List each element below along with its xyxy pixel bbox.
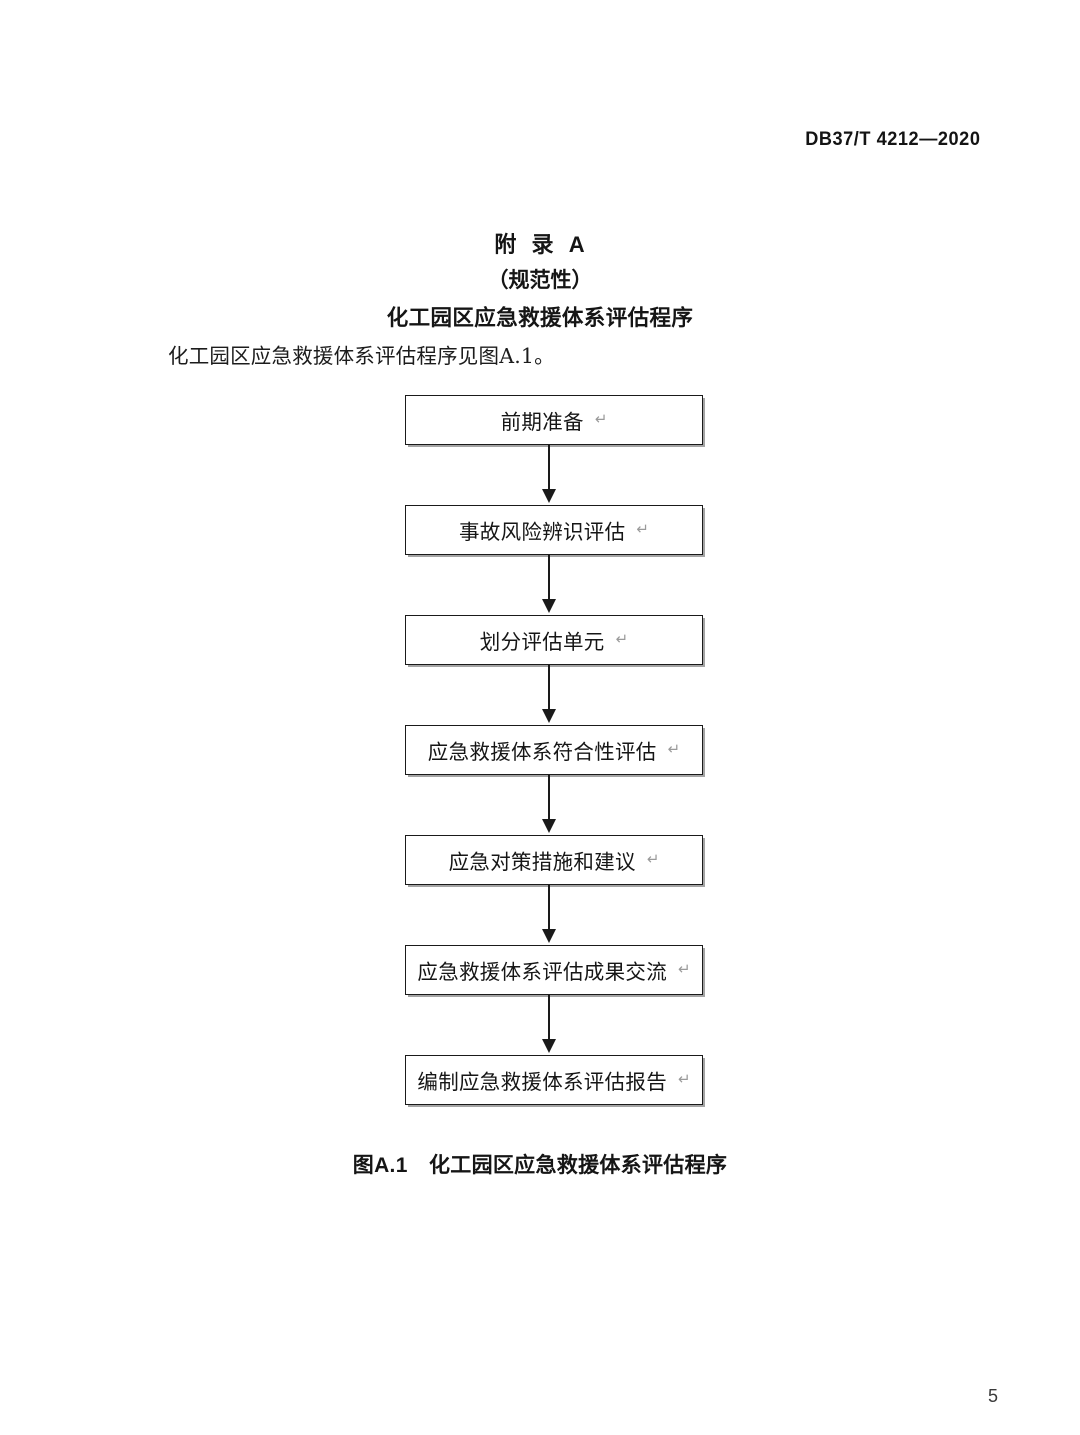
- arrow-head-icon: [541, 1039, 556, 1053]
- flow-node-label: 事故风险辨识评估: [459, 521, 626, 544]
- flow-node-label: 应急救援体系符合性评估: [427, 741, 657, 764]
- figure-caption: 图A.1 化工园区应急救援体系评估程序: [352, 1154, 728, 1177]
- body-paragraph: 化工园区应急救援体系评估程序见图A.1。: [168, 344, 555, 368]
- flow-node-label: 应急救援体系评估成果交流: [417, 961, 668, 984]
- annex-title-block: 附 录 A （规范性） 化工园区应急救援体系评估程序: [0, 228, 1080, 335]
- paragraph-mark-icon: ↵: [594, 410, 608, 428]
- flow-node-risk-identification: 事故风险辨识评估 ↵: [405, 505, 703, 555]
- flow-node-countermeasures: 应急对策措施和建议 ↵: [405, 835, 703, 885]
- arrow-head-icon: [541, 599, 556, 613]
- arrow-head-icon: [541, 709, 556, 723]
- flow-connector-arrow: [405, 775, 703, 835]
- paragraph-mark-icon: ↵: [678, 960, 691, 978]
- paragraph-mark-icon: ↵: [636, 520, 649, 538]
- standard-code-header: DB37/T 4212—2020: [804, 128, 980, 150]
- arrow-stem-icon: [548, 445, 550, 491]
- flowchart-diagram: 前期准备 ↵ 事故风险辨识评估 ↵ 划分评估单元 ↵ 应急救援体系符合性评估 ↵…: [405, 395, 705, 1105]
- page-number: 5: [987, 1386, 998, 1406]
- flow-connector-arrow: [405, 885, 703, 945]
- annex-label: 附 录 A: [494, 232, 586, 257]
- flow-connector-arrow: [405, 555, 703, 615]
- flow-node-compliance-assessment: 应急救援体系符合性评估 ↵: [405, 725, 703, 775]
- flow-node-report-preparation: 编制应急救援体系评估报告 ↵: [405, 1055, 703, 1105]
- paragraph-mark-icon: ↵: [646, 850, 660, 868]
- arrow-head-icon: [541, 489, 556, 503]
- flow-node-preparation: 前期准备 ↵: [405, 395, 703, 445]
- arrow-stem-icon: [548, 555, 550, 601]
- flow-node-results-exchange: 应急救援体系评估成果交流 ↵: [405, 945, 703, 995]
- flow-connector-arrow: [405, 995, 703, 1055]
- paragraph-mark-icon: ↵: [678, 1070, 691, 1088]
- arrow-head-icon: [541, 819, 556, 833]
- page-title: 化工园区应急救援体系评估程序: [386, 305, 694, 330]
- flow-node-label: 划分评估单元: [479, 631, 605, 654]
- annex-kind: （规范性）: [487, 269, 593, 293]
- flow-connector-arrow: [405, 665, 703, 725]
- arrow-stem-icon: [548, 995, 550, 1041]
- arrow-stem-icon: [548, 775, 550, 821]
- flow-node-label: 前期准备: [500, 411, 584, 434]
- flow-connector-arrow: [405, 445, 703, 505]
- arrow-stem-icon: [548, 665, 550, 711]
- flow-node-assessment-units: 划分评估单元 ↵: [405, 615, 703, 665]
- flow-node-label: 编制应急救援体系评估报告: [417, 1071, 668, 1094]
- arrow-head-icon: [541, 929, 556, 943]
- arrow-stem-icon: [548, 885, 550, 931]
- paragraph-mark-icon: ↵: [615, 630, 629, 648]
- flow-node-label: 应急对策措施和建议: [448, 851, 636, 874]
- paragraph-mark-icon: ↵: [667, 740, 681, 758]
